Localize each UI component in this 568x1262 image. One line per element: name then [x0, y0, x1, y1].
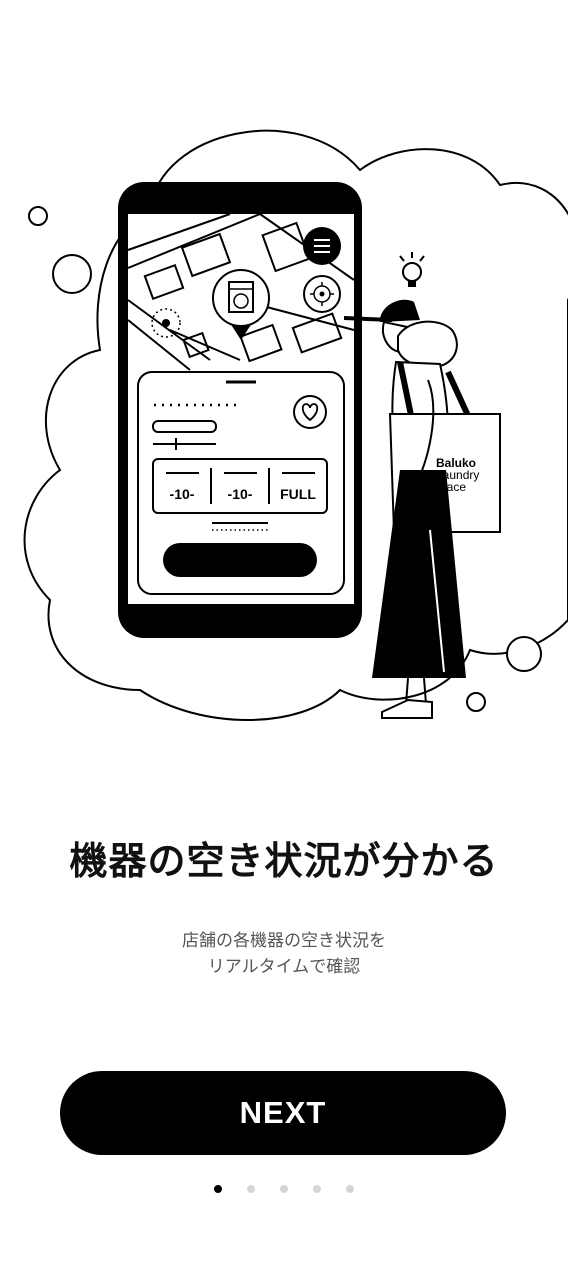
decor-circle	[506, 636, 542, 672]
locate-icon	[303, 275, 341, 313]
next-button[interactable]: NEXT	[60, 1071, 506, 1155]
page-indicator	[0, 1185, 568, 1193]
page-title: 機器の空き状況が分かる	[69, 839, 499, 883]
menu-icon	[303, 227, 341, 265]
page-dot[interactable]	[313, 1185, 321, 1193]
machine-status: FULL	[280, 486, 316, 502]
lightbulb-icon	[399, 252, 425, 287]
description-line: 店舗の各機器の空き状況を	[182, 931, 386, 951]
description-line: リアルタイムで確認	[207, 957, 361, 977]
page-dot[interactable]	[247, 1185, 255, 1193]
heart-icon	[293, 395, 327, 429]
machine-status: -10-	[228, 486, 253, 502]
page-dot[interactable]	[280, 1185, 288, 1193]
washer-icon	[212, 269, 270, 340]
phone: -10- -10- FULL	[118, 182, 362, 638]
store-card: -10- -10- FULL	[137, 371, 345, 595]
tote-bag-brand: Laundry	[436, 468, 479, 482]
decor-circle	[466, 692, 486, 712]
page-description: 店舗の各機器の空き状況を リアルタイムで確認	[0, 928, 568, 980]
person-with-tote-bag: Baluko Laundry Place	[343, 299, 501, 719]
page-dot[interactable]	[346, 1185, 354, 1193]
decor-circle	[52, 254, 92, 294]
onboarding-illustration: -10- -10- FULL Baluko Laundry Place	[23, 129, 568, 721]
machine-status: -10-	[170, 486, 195, 502]
decor-circle	[28, 206, 48, 226]
page-dot[interactable]	[214, 1185, 222, 1193]
cloud-background	[23, 129, 568, 721]
tote-bag-brand: Baluko	[436, 456, 476, 470]
